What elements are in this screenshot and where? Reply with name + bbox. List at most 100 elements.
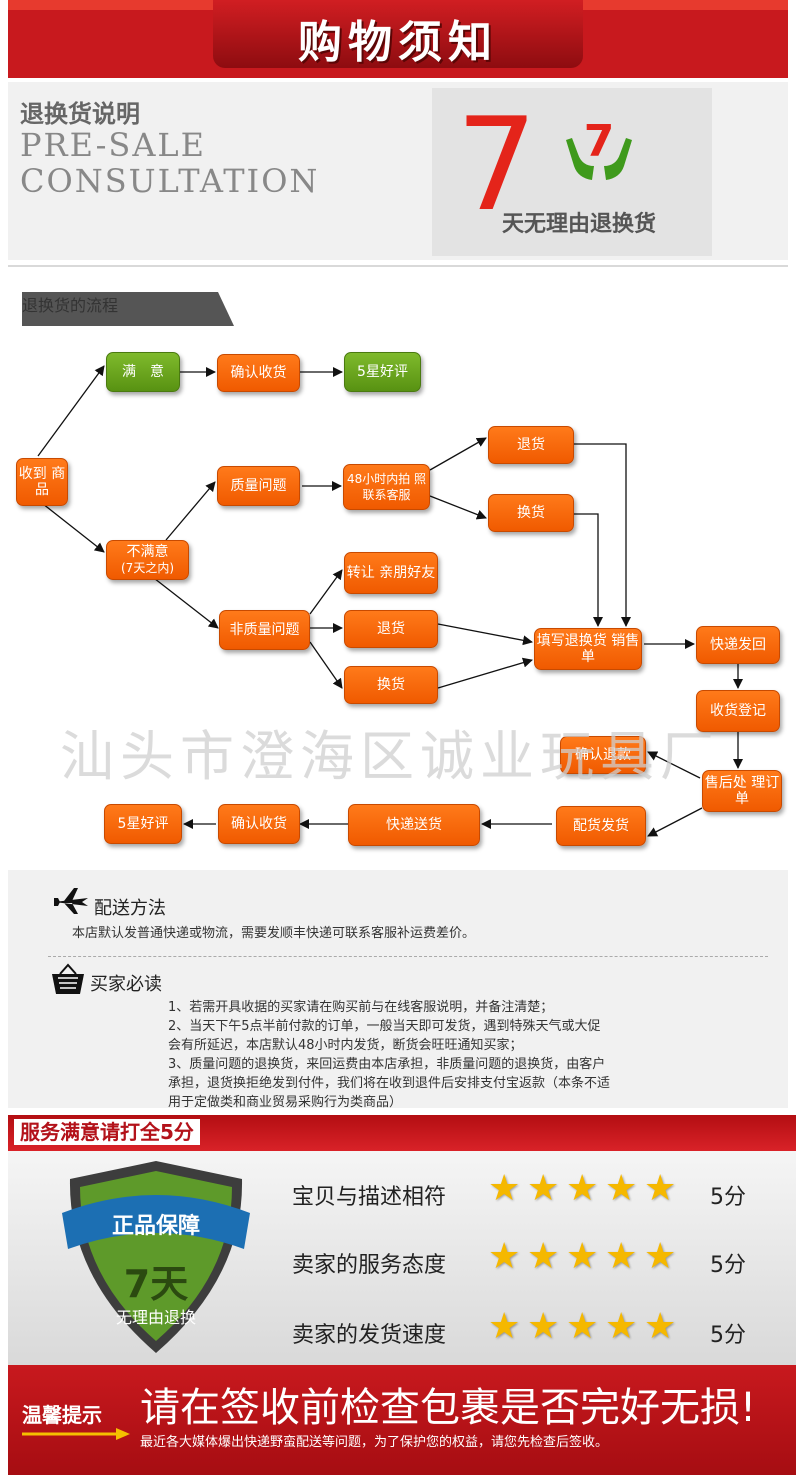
star-icon: ★ — [644, 1168, 677, 1209]
flow-node-return-quality: 退货 — [488, 426, 574, 464]
shield-sub-text: 无理由退换 — [116, 1308, 196, 1327]
arrow-exchangeq-form — [574, 513, 603, 627]
star-icon: ★ — [644, 1236, 677, 1277]
star-icon: ★ — [527, 1306, 560, 1347]
notes-divider — [48, 956, 768, 957]
star-icon: ★ — [527, 1168, 560, 1209]
flow-node-nonquality: 非质量问题 — [219, 610, 310, 650]
shopping-basket-icon — [52, 963, 84, 994]
arrow-nqreturn-form — [437, 623, 533, 646]
flow-node-express-return: 快递发回 — [696, 626, 780, 664]
shield-top-text: 正品保障 — [112, 1213, 200, 1239]
rating-header-label: 服务满意请打全5分 — [14, 1119, 200, 1145]
rating-body: 正品保障 7天 无理由退换 宝贝与描述相符 ★★★★★ 5分 卖家的服务态度 ★… — [8, 1151, 796, 1365]
flow-node-receive: 收到 商品 — [16, 458, 68, 506]
rating-score-shipping: 5分 — [710, 1323, 746, 1348]
flow-node-confirm-bottom: 确认收货 — [218, 804, 300, 844]
footer-tip: 温馨提示 — [22, 1403, 102, 1427]
flow-node-exchange-quality: 换货 — [488, 494, 574, 532]
arrow-contact-exchange — [429, 495, 487, 520]
header-plate — [213, 0, 583, 68]
arrow-unsat-quality — [165, 481, 216, 541]
flow-node-unsatisfied: 不满意 (7天之内) — [106, 540, 189, 580]
unsatisfied-label: 不满意 — [126, 544, 169, 560]
return-policy-title: 退换货说明 — [20, 100, 140, 128]
return-policy-en-line1: PRE-SALE — [20, 126, 207, 164]
flow-title: 退换货的流程 — [22, 296, 119, 315]
buyer-line-6: 用于定做类和商业贸易采购行为类商品） — [168, 1095, 403, 1110]
buyer-title: 买家必读 — [90, 974, 162, 995]
footer-banner: 温馨提示 请在签收前检查包裹是否完好无损! 最近各大媒体爆出快递野蛮配送等问题，… — [8, 1365, 796, 1475]
watermark: 汕头市澄海区诚业玩具厂 — [60, 725, 720, 788]
rating-stars-shipping: ★★★★★ — [488, 1309, 688, 1349]
airplane-icon — [54, 888, 88, 914]
delivery-title: 配送方法 — [94, 898, 166, 919]
star-icon: ★ — [605, 1306, 638, 1347]
rating-score-description: 5分 — [710, 1185, 746, 1210]
footer-headline: 请在签收前检查包裹是否完好无损! — [140, 1385, 757, 1431]
star-icon: ★ — [488, 1236, 521, 1277]
rating-label-description: 宝贝与描述相符 — [292, 1185, 447, 1210]
arrow-unsat-nonquality — [149, 574, 219, 629]
seven-day-badge: 7 7 天无理由退换货 — [432, 88, 712, 256]
star-icon: ★ — [644, 1306, 677, 1347]
flow-node-distribute: 配货发货 — [556, 806, 646, 846]
flow-node-transfer: 转让 亲朋好友 — [344, 552, 438, 594]
buyer-line-3: 会有所延迟，本店默认48小时内发货，断货会旺旺通知买家； — [168, 1038, 523, 1053]
notes-section: 配送方法 本店默认发普通快递或物流，需要发顺丰快递可联系客服补运费差价。 买家必… — [8, 870, 788, 1110]
arrow-receive-unsatisfied — [37, 499, 105, 553]
shield-badge: 正品保障 7天 无理由退换 — [62, 1161, 250, 1353]
arrow-nqexchange-form — [437, 657, 533, 689]
flow-node-express-send: 快递送货 — [348, 804, 480, 846]
star-icon: ★ — [566, 1168, 599, 1209]
star-icon: ★ — [605, 1236, 638, 1277]
hands-seven-logo: 7 — [566, 116, 632, 180]
arrow-nq-exchange — [309, 641, 343, 689]
star-icon: ★ — [605, 1168, 638, 1209]
rating-header: 服务满意请打全5分 — [8, 1115, 796, 1151]
flow-node-fill-form: 填写退换货 销售单 — [534, 628, 642, 670]
flow-node-after-sale: 售后处 理订单 — [702, 770, 782, 812]
arrow-contact-return — [429, 437, 487, 471]
flow-node-fivestar-bottom: 5星好评 — [104, 804, 182, 844]
page-title: 购物须知 — [298, 17, 498, 68]
flow-node-satisfied: 满 意 — [106, 352, 180, 392]
star-icon: ★ — [488, 1168, 521, 1209]
flow-node-exchange-nonquality: 换货 — [344, 666, 438, 704]
arrow-returnq-form — [574, 443, 631, 627]
flow-node-contact-48h: 48小时内拍 照联系客服 — [343, 464, 430, 510]
arrow-right-icon — [22, 1428, 130, 1440]
logo-seven: 7 — [584, 116, 615, 167]
buyer-line-2: 2、当天下午5点半前付款的订单，一般当天即可发货，遇到特殊天气或大促 — [168, 1019, 601, 1034]
arrow-aftersale-distribute — [647, 807, 703, 837]
star-icon: ★ — [527, 1236, 560, 1277]
arrow-nq-transfer — [309, 569, 343, 615]
buyer-line-5: 承担，退货换拒绝发到付件，我们将在收到退件后安排支付宝返款（本条不适 — [168, 1076, 611, 1091]
unsatisfied-sub: (7天之内) — [121, 561, 174, 575]
seven-day-text: 天无理由退换货 — [502, 212, 657, 237]
rating-stars-description: ★★★★★ — [488, 1171, 688, 1211]
star-icon: ★ — [488, 1306, 521, 1347]
return-policy-section: 退换货说明 PRE-SALE CONSULTATION 7 7 天无理由退换货 — [8, 82, 788, 260]
star-icon: ★ — [566, 1236, 599, 1277]
arrow-receive-satisfied — [37, 365, 105, 457]
rating-label-service: 卖家的服务态度 — [292, 1253, 447, 1278]
star-icon: ★ — [566, 1306, 599, 1347]
flow-node-confirm-top: 确认收货 — [217, 354, 300, 392]
rating-score-service: 5分 — [710, 1253, 746, 1278]
arrow-aftersale-refund — [647, 751, 701, 779]
flow-title-wrap: 退换货的流程 — [22, 292, 234, 326]
flow-node-quality: 质量问题 — [217, 466, 300, 506]
rating-label-shipping: 卖家的发货速度 — [292, 1323, 447, 1348]
header-banner: 购物须知 — [8, 0, 788, 78]
divider — [8, 265, 788, 267]
flow-node-confirm-refund: 确认退款 — [560, 736, 646, 774]
return-policy-en-line2: CONSULTATION — [20, 162, 320, 200]
seven-number: 7 — [456, 91, 538, 240]
flow-title-tab — [22, 292, 234, 326]
shield-big-text: 7天 — [124, 1262, 188, 1306]
footer-subline: 最近各大媒体爆出快递野蛮配送等问题，为了保护您的权益，请您先检查后签收。 — [140, 1435, 609, 1450]
delivery-text: 本店默认发普通快递或物流，需要发顺丰快递可联系客服补运费差价。 — [72, 926, 476, 941]
flow-connectors — [37, 365, 743, 837]
flow-node-fivestar-top: 5星好评 — [344, 352, 421, 392]
